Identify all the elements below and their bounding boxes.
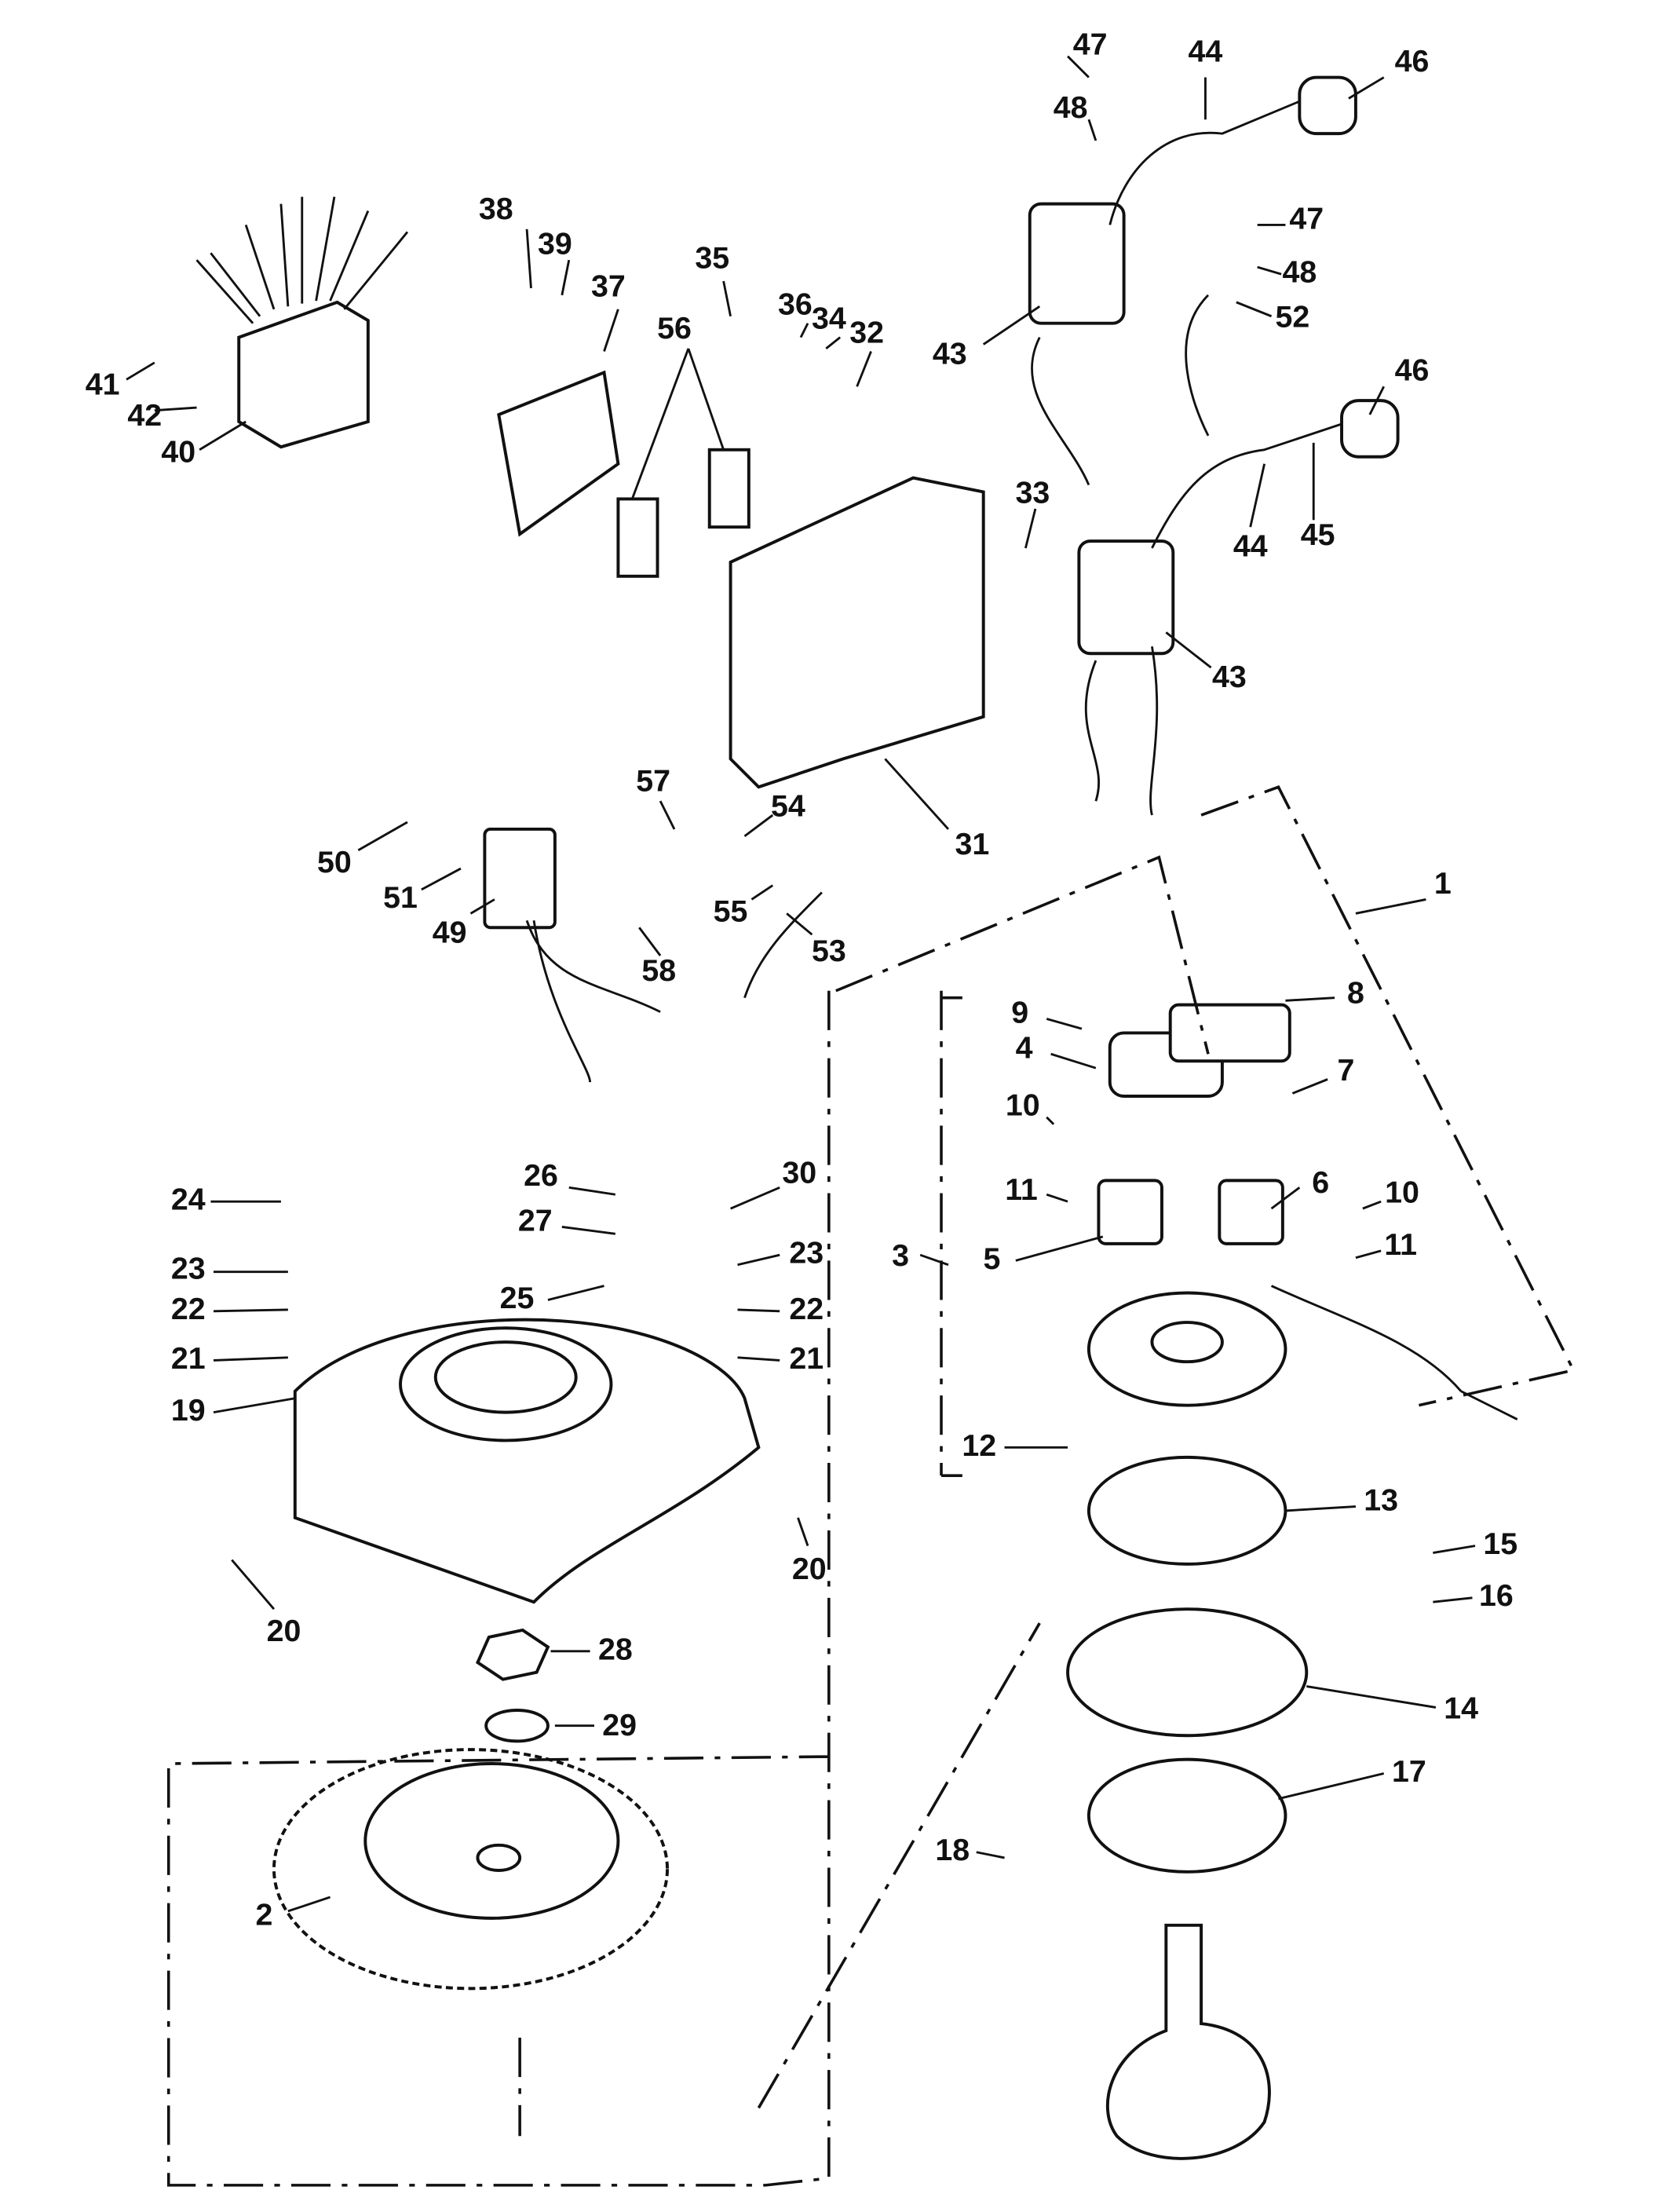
hex-nut-28 (475, 1628, 550, 1681)
crankshaft (1105, 1923, 1271, 2160)
coil-43-lower (1077, 539, 1175, 656)
callout-6: 6 (1312, 1165, 1329, 1200)
lead-44-upper (1108, 97, 1307, 225)
callout-52: 52 (1276, 300, 1310, 335)
callout-44: 44 (1233, 528, 1268, 563)
callout-3: 3 (892, 1238, 909, 1273)
callout-8: 8 (1347, 976, 1364, 1011)
callout-26: 26 (524, 1158, 558, 1193)
mounting-plate-31 (729, 476, 985, 789)
ground-strap-53 (743, 891, 823, 999)
callout-55: 55 (714, 894, 748, 929)
callout-30: 30 (782, 1156, 816, 1190)
callout-48: 48 (1282, 254, 1317, 289)
callout-58: 58 (641, 953, 676, 988)
boot-46-upper (1298, 75, 1357, 136)
callout-20: 20 (267, 1614, 301, 1648)
callout-47: 47 (1289, 201, 1324, 236)
boot-46-lower (1340, 399, 1400, 459)
callout-15: 15 (1483, 1526, 1517, 1561)
callout-45: 45 (1301, 517, 1335, 552)
callout-23: 23 (171, 1251, 206, 1285)
callout-27: 27 (518, 1203, 553, 1238)
callout-11: 11 (1384, 1227, 1417, 1262)
callout-57: 57 (636, 763, 670, 798)
callout-20: 20 (792, 1552, 827, 1586)
callout-51: 51 (383, 880, 418, 915)
assembly-boundaries (166, 785, 1576, 2187)
callout-47: 47 (1073, 27, 1108, 62)
callout-21: 21 (171, 1341, 206, 1376)
switch-box-40 (195, 196, 409, 449)
callout-7: 7 (1337, 1053, 1354, 1088)
callout-29: 29 (602, 1708, 637, 1742)
callout-24: 24 (171, 1183, 206, 1217)
callout-22: 22 (789, 1292, 824, 1326)
callout-53: 53 (812, 934, 846, 968)
callout-12: 12 (962, 1428, 996, 1463)
callout-14: 14 (1444, 1691, 1478, 1725)
callout-31: 31 (955, 827, 989, 861)
callouts: 47 44 46 48 47 48 52 46 38 39 37 35 36 3… (86, 27, 1517, 1932)
callout-37: 37 (591, 269, 626, 303)
callout-9: 9 (1011, 996, 1028, 1030)
stator-assembly (1086, 1003, 1518, 1420)
flywheel-2 (272, 1748, 670, 1991)
callout-50: 50 (317, 845, 352, 879)
callout-11: 11 (1005, 1172, 1038, 1207)
callout-10: 10 (1006, 1088, 1040, 1123)
callout-35: 35 (695, 241, 729, 276)
ring-13 (1086, 1455, 1287, 1566)
callout-33: 33 (1015, 475, 1050, 510)
callout-34: 34 (812, 302, 846, 336)
callout-40: 40 (161, 435, 195, 470)
trigger-plate-17 (1086, 1757, 1287, 1874)
callout-44: 44 (1189, 35, 1223, 69)
lead-44-lower (1151, 420, 1349, 549)
callout-1: 1 (1434, 866, 1452, 901)
callout-22: 22 (171, 1292, 206, 1326)
callout-25: 25 (500, 1281, 535, 1315)
rectifier-49 (483, 827, 557, 930)
clip-56b (707, 448, 751, 529)
callout-48: 48 (1054, 90, 1088, 125)
callout-5: 5 (983, 1241, 1000, 1276)
gasket-37 (497, 370, 620, 537)
callout-38: 38 (479, 192, 513, 226)
callout-41: 41 (86, 367, 120, 402)
ring-14 (1066, 1607, 1309, 1738)
callout-46: 46 (1395, 353, 1430, 388)
callout-42: 42 (127, 398, 162, 433)
callout-32: 32 (849, 315, 884, 349)
callout-19: 19 (171, 1393, 206, 1428)
callout-28: 28 (598, 1632, 633, 1666)
washer-29 (484, 1709, 550, 1743)
callout-21: 21 (789, 1341, 824, 1376)
flywheel-cover-19 (293, 1318, 761, 1604)
callout-43: 43 (1212, 660, 1247, 694)
callout-18: 18 (935, 1833, 970, 1867)
callout-49: 49 (433, 916, 467, 950)
callout-39: 39 (538, 227, 572, 261)
callout-23: 23 (789, 1236, 824, 1271)
clip-56a (616, 497, 659, 578)
callout-13: 13 (1364, 1483, 1398, 1518)
callout-16: 16 (1479, 1578, 1514, 1613)
callout-17: 17 (1392, 1754, 1426, 1789)
part-shapes (195, 75, 1518, 2160)
callout-36: 36 (778, 287, 813, 322)
callout-43: 43 (933, 336, 967, 371)
callout-56: 56 (657, 311, 692, 346)
callout-46: 46 (1395, 44, 1430, 79)
callout-4: 4 (1016, 1030, 1033, 1065)
callout-2: 2 (255, 1897, 272, 1932)
callout-10: 10 (1385, 1175, 1419, 1210)
coil-43-upper (1028, 202, 1126, 325)
callout-54: 54 (771, 789, 805, 824)
